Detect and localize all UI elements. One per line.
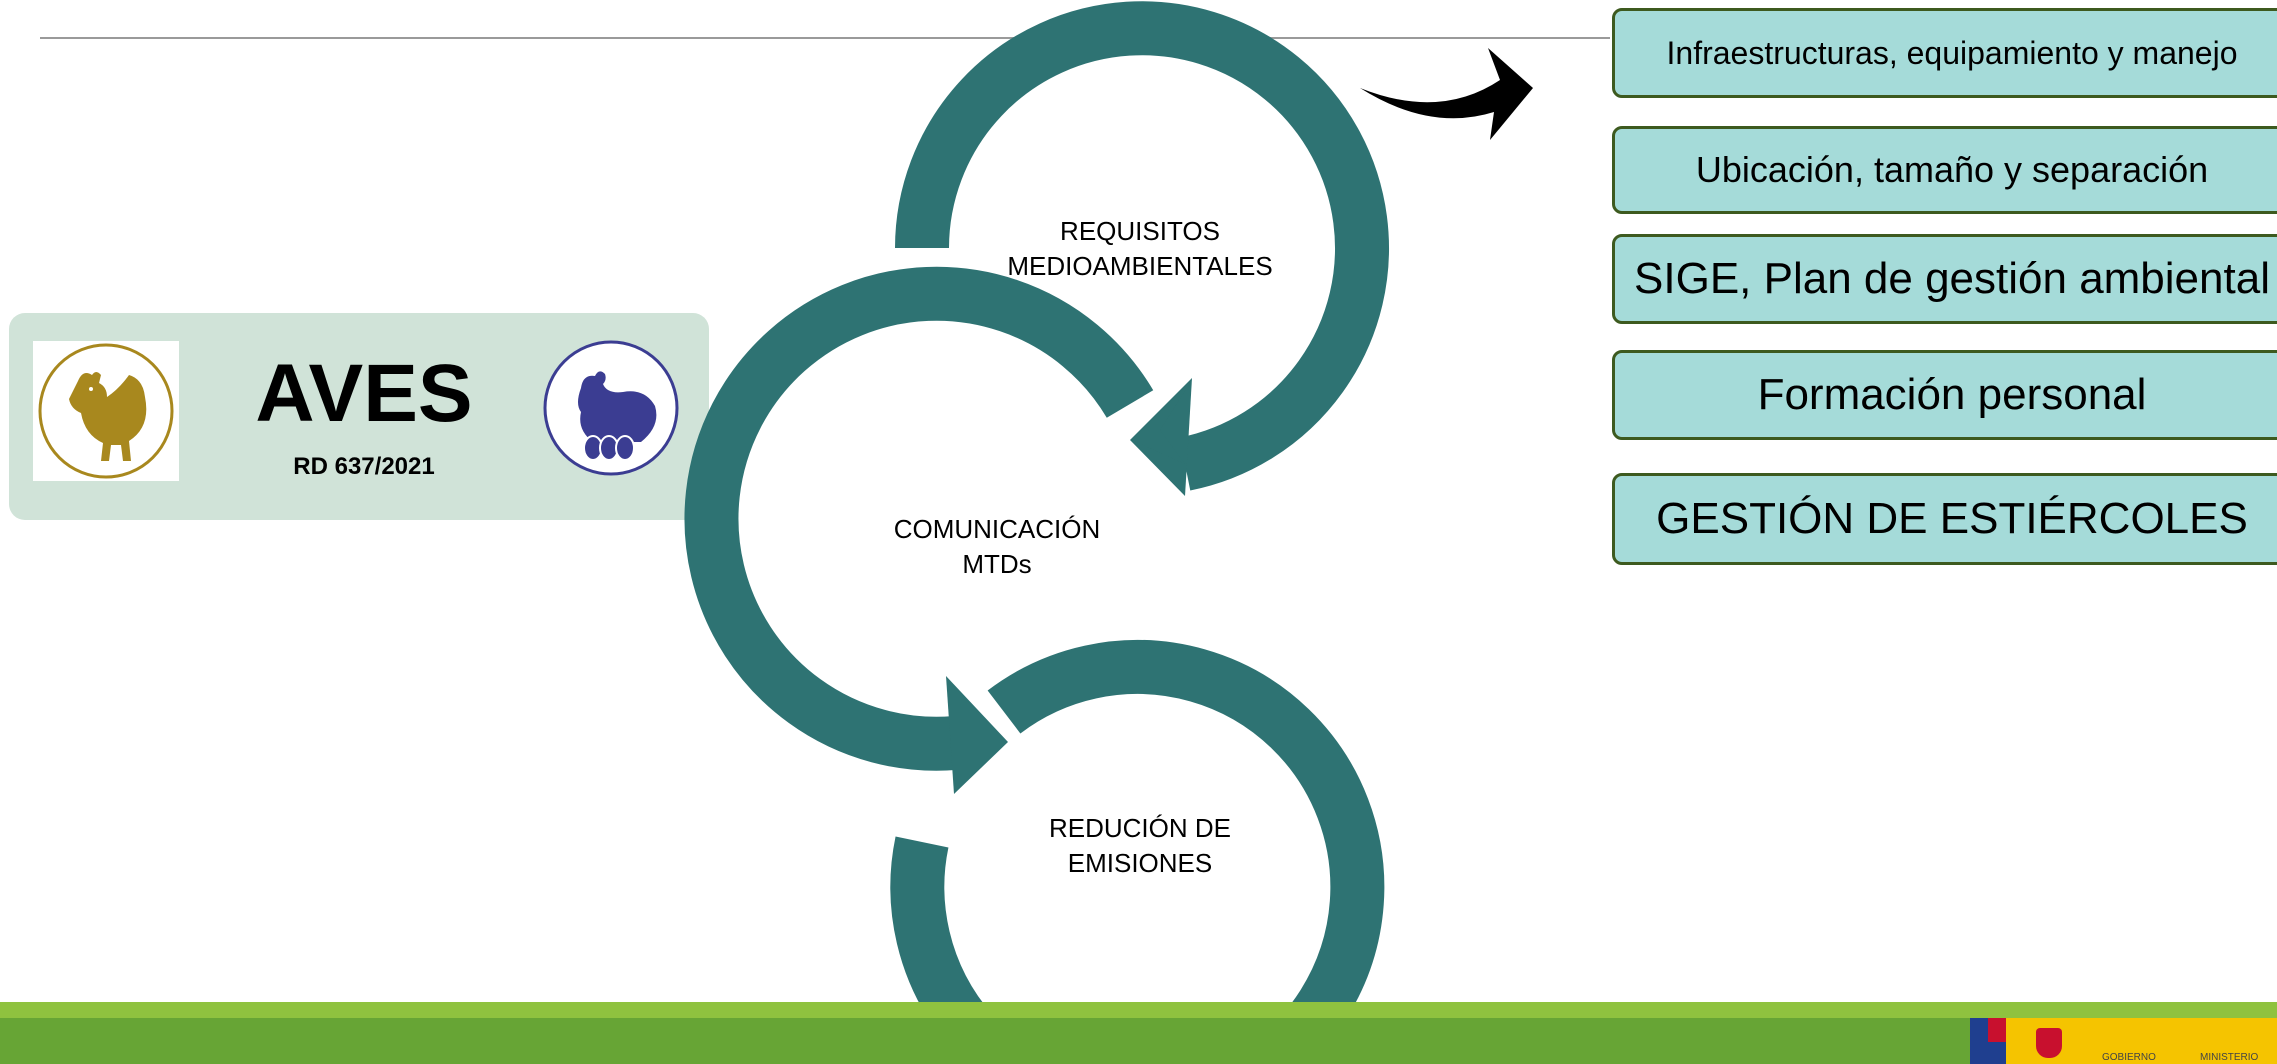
government-logo: GOBIERNO MINISTERIO [1970,1018,2277,1064]
requirement-box-2: Ubicación, tamaño y separación [1612,126,2277,214]
curved-arrow-right-icon [1360,48,1533,140]
coat-of-arms-icon [2036,1028,2062,1058]
requirement-label: SIGE, Plan de gestión ambiental [1634,254,2270,303]
eu-flag-icon [1970,1018,2006,1064]
hen-logo [541,338,681,483]
rooster-icon [38,343,174,479]
requirement-label: Ubicación, tamaño y separación [1695,149,2209,190]
aves-subtitle: RD 637/2021 [293,453,435,480]
step-label-1: REQUISITOS MEDIOAMBIENTALES [1007,216,1273,281]
requirement-box-5: GESTIÓN DE ESTIÉRCOLES [1612,473,2277,565]
requirement-label: Infraestructuras, equipamiento y manejo [1666,34,2238,71]
requirement-box-3: SIGE, Plan de gestión ambiental [1612,234,2277,324]
header-divider [40,37,1610,39]
footer-band-dark [0,1018,2277,1064]
requirement-label: GESTIÓN DE ESTIÉRCOLES [1656,494,2248,543]
requirement-label: Formación personal [1757,370,2147,419]
step-label-3: REDUCIÓN DE EMISIONES [1048,813,1231,878]
step-label-2: COMUNICACIÓN MTDs [893,514,1101,579]
requirement-box-4: Formación personal [1612,350,2277,440]
footer-band-light [0,1002,2277,1018]
aves-title: AVES [255,348,473,439]
cycle-ring-2 [684,266,1154,794]
requirement-box-1: Infraestructuras, equipamiento y manejo [1612,8,2277,98]
hen-on-eggs-icon [543,340,679,476]
aves-panel: AVES RD 637/2021 [9,313,709,520]
gov-text-ministerio: MINISTERIO [2200,1052,2259,1063]
gov-text-gobierno: GOBIERNO [2102,1052,2156,1063]
rooster-logo [33,341,179,481]
cycle-ring-1 [895,1,1389,496]
